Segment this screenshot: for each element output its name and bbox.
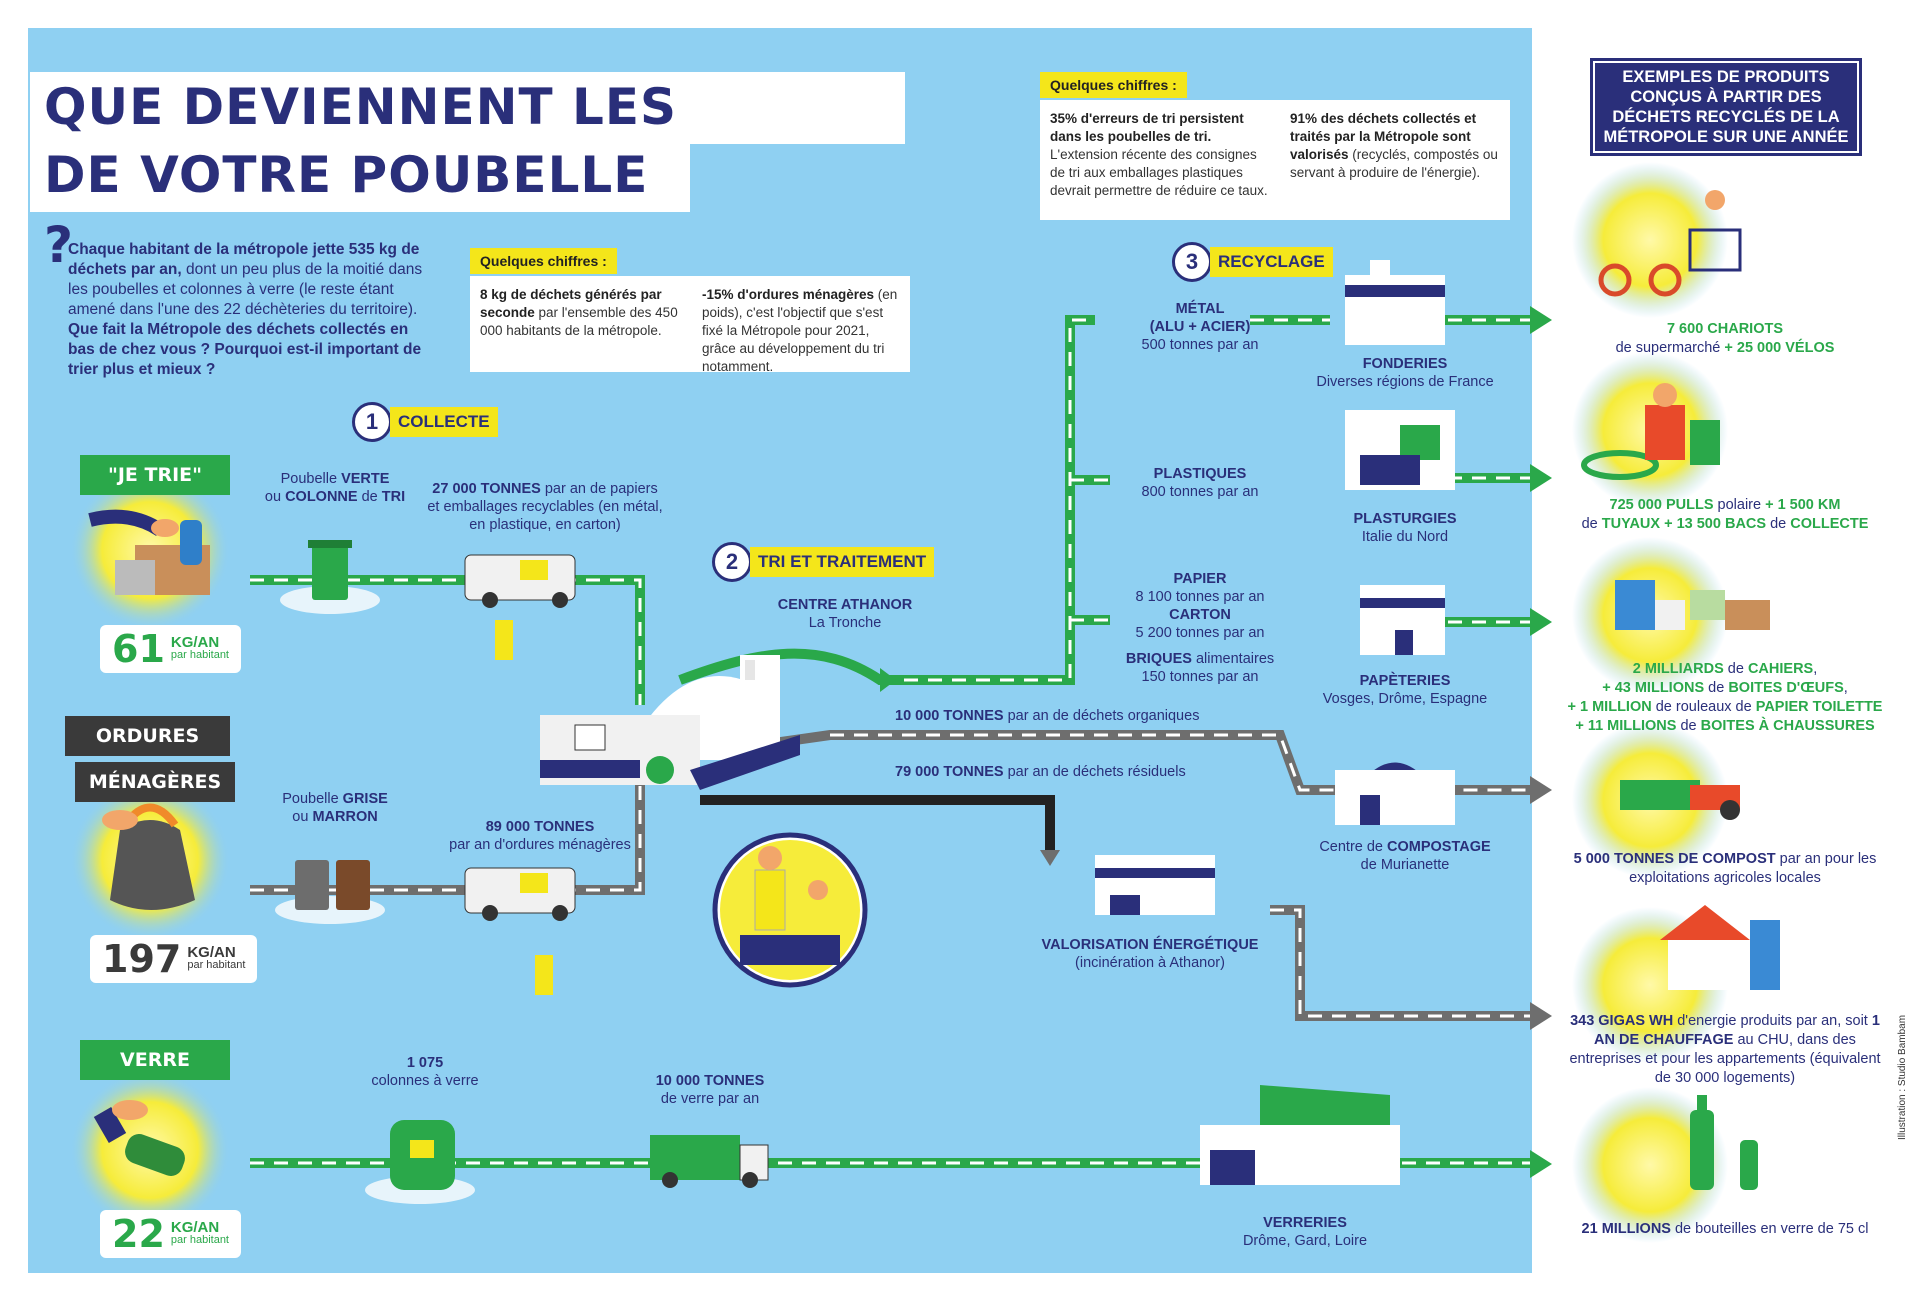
step-tri: 2 TRI ET TRAITEMENT	[712, 542, 935, 582]
step-1-number: 1	[352, 402, 392, 442]
intro-bold-2: Que fait la Métropole des déchets collec…	[68, 321, 422, 378]
compost-dome-icon	[1335, 762, 1455, 825]
step-collecte: 1 COLLECTE	[352, 402, 498, 442]
fleece-hose-bin-icon	[1581, 383, 1720, 480]
incinerator-icon	[1095, 855, 1215, 915]
recycling-truck-icon	[464, 554, 576, 608]
step-3-label: RECYCLAGE	[1210, 247, 1333, 277]
glass-container-icon	[365, 1120, 475, 1204]
figures-card-left: 8 kg de déchets générés par seconde par …	[470, 276, 910, 374]
glass-bottles-icon	[1690, 1095, 1758, 1190]
athanor-plant-icon	[540, 655, 800, 790]
grey-brown-bins-icon	[275, 860, 385, 924]
label-27000: 27 000 TONNES par an de papiers et embal…	[427, 481, 663, 533]
label-metal: MÉTAL(ALU + ACIER)500 tonnes par an	[1141, 301, 1259, 353]
ribbon-verre: VERRE	[80, 1040, 230, 1080]
garbage-bag-icon	[102, 803, 195, 910]
paper-mill-icon	[1360, 585, 1445, 655]
example-fleece-hose: 725 000 PULLS polaire + 1 500 KM de TUYA…	[1581, 497, 1869, 532]
green-bin-icon	[280, 540, 380, 614]
worker-icon	[495, 620, 553, 995]
house-heating-icon	[1660, 905, 1780, 990]
plastics-factory-icon	[1345, 410, 1455, 490]
example-energy: 343 GIGAS WH d'energie produits par an, …	[1569, 1013, 1881, 1086]
label-grey-bin: Poubelle GRISE ou MARRON	[282, 791, 388, 825]
figure-8kg: 8 kg de déchets générés par seconde par …	[480, 287, 678, 338]
sorting-workers-icon	[712, 832, 868, 988]
figure-15pct: -15% d'ordures ménagères (en poids), c'e…	[702, 287, 898, 374]
ribbon-menageres: MÉNAGÈRES	[75, 762, 235, 802]
examples-title: EXEMPLES DE PRODUITS CONÇUS À PARTIR DES…	[1590, 58, 1862, 156]
example-bottles: 21 MILLIONS de bouteilles en verre de 75…	[1581, 1221, 1869, 1237]
green-arrows	[880, 306, 1552, 1178]
example-cart-bike: 7 600 CHARIOTS de supermarché + 25 000 V…	[1615, 321, 1835, 356]
figures-card-top: 35% d'erreurs de tri persistent dans les…	[1040, 100, 1510, 220]
bike-cart-icon	[1598, 190, 1742, 297]
garbage-truck-icon	[464, 867, 576, 921]
paper-products-icon	[1615, 580, 1770, 630]
intro-text: Chaque habitant de la métropole jette 53…	[68, 240, 438, 380]
label-green-bin: Poubelle VERTE ou COLONNE de TRI	[264, 471, 406, 505]
example-compost: 5 000 TONNES DE COMPOST par an pour les …	[1573, 851, 1877, 886]
step-3-number: 3	[1172, 242, 1212, 282]
glassworks-icon	[1200, 1085, 1400, 1185]
example-paper-products: 2 MILLIARDS de CAHIERS, + 43 MILLIONS de…	[1567, 661, 1883, 734]
step-2-label: TRI ET TRAITEMENT	[750, 547, 935, 577]
page-title-line2: DE VOTRE POUBELLE ?	[44, 146, 649, 274]
figures-tag-left: Quelques chiffres :	[470, 248, 617, 274]
step-recyclage: 3 RECYCLAGE	[1172, 242, 1333, 282]
figure-35pct: 35% d'erreurs de tri persistent dans les…	[1050, 111, 1268, 198]
foundry-icon	[1345, 260, 1445, 345]
glass-truck-icon	[650, 1135, 769, 1188]
label-valorisation: VALORISATION ÉNERGÉTIQUE(incinération à …	[1041, 937, 1259, 971]
glass-bottle-icon	[93, 1100, 185, 1176]
tractor-icon	[1620, 780, 1740, 820]
intro-bold-1: Chaque habitant de la métropole jette 53…	[68, 241, 420, 278]
ribbon-je-trie: "JE TRIE"	[80, 455, 230, 495]
intro-text-1: dont un peu plus de la moitié dans les p…	[68, 261, 423, 318]
step-2-number: 2	[712, 542, 752, 582]
label-residual-flow: 79 000 TONNES par an de déchets résiduel…	[895, 764, 1186, 780]
title-box-2: DE VOTRE POUBELLE ?	[30, 140, 690, 274]
step-1-label: COLLECTE	[390, 407, 498, 437]
figure-91pct: 91% des déchets collectés et traités par…	[1290, 111, 1498, 180]
recyclables-icon	[88, 509, 210, 595]
figures-tag-top: Quelques chiffres :	[1040, 72, 1187, 98]
illustration-credit: Illustration : Studio Bambam	[1897, 1014, 1908, 1140]
ribbon-ordures: ORDURES	[65, 716, 230, 756]
label-organic-flow: 10 000 TONNES par an de déchets organiqu…	[895, 708, 1200, 724]
title-box-1: QUE DEVIENNENT LES DÉCHETS	[30, 72, 905, 206]
